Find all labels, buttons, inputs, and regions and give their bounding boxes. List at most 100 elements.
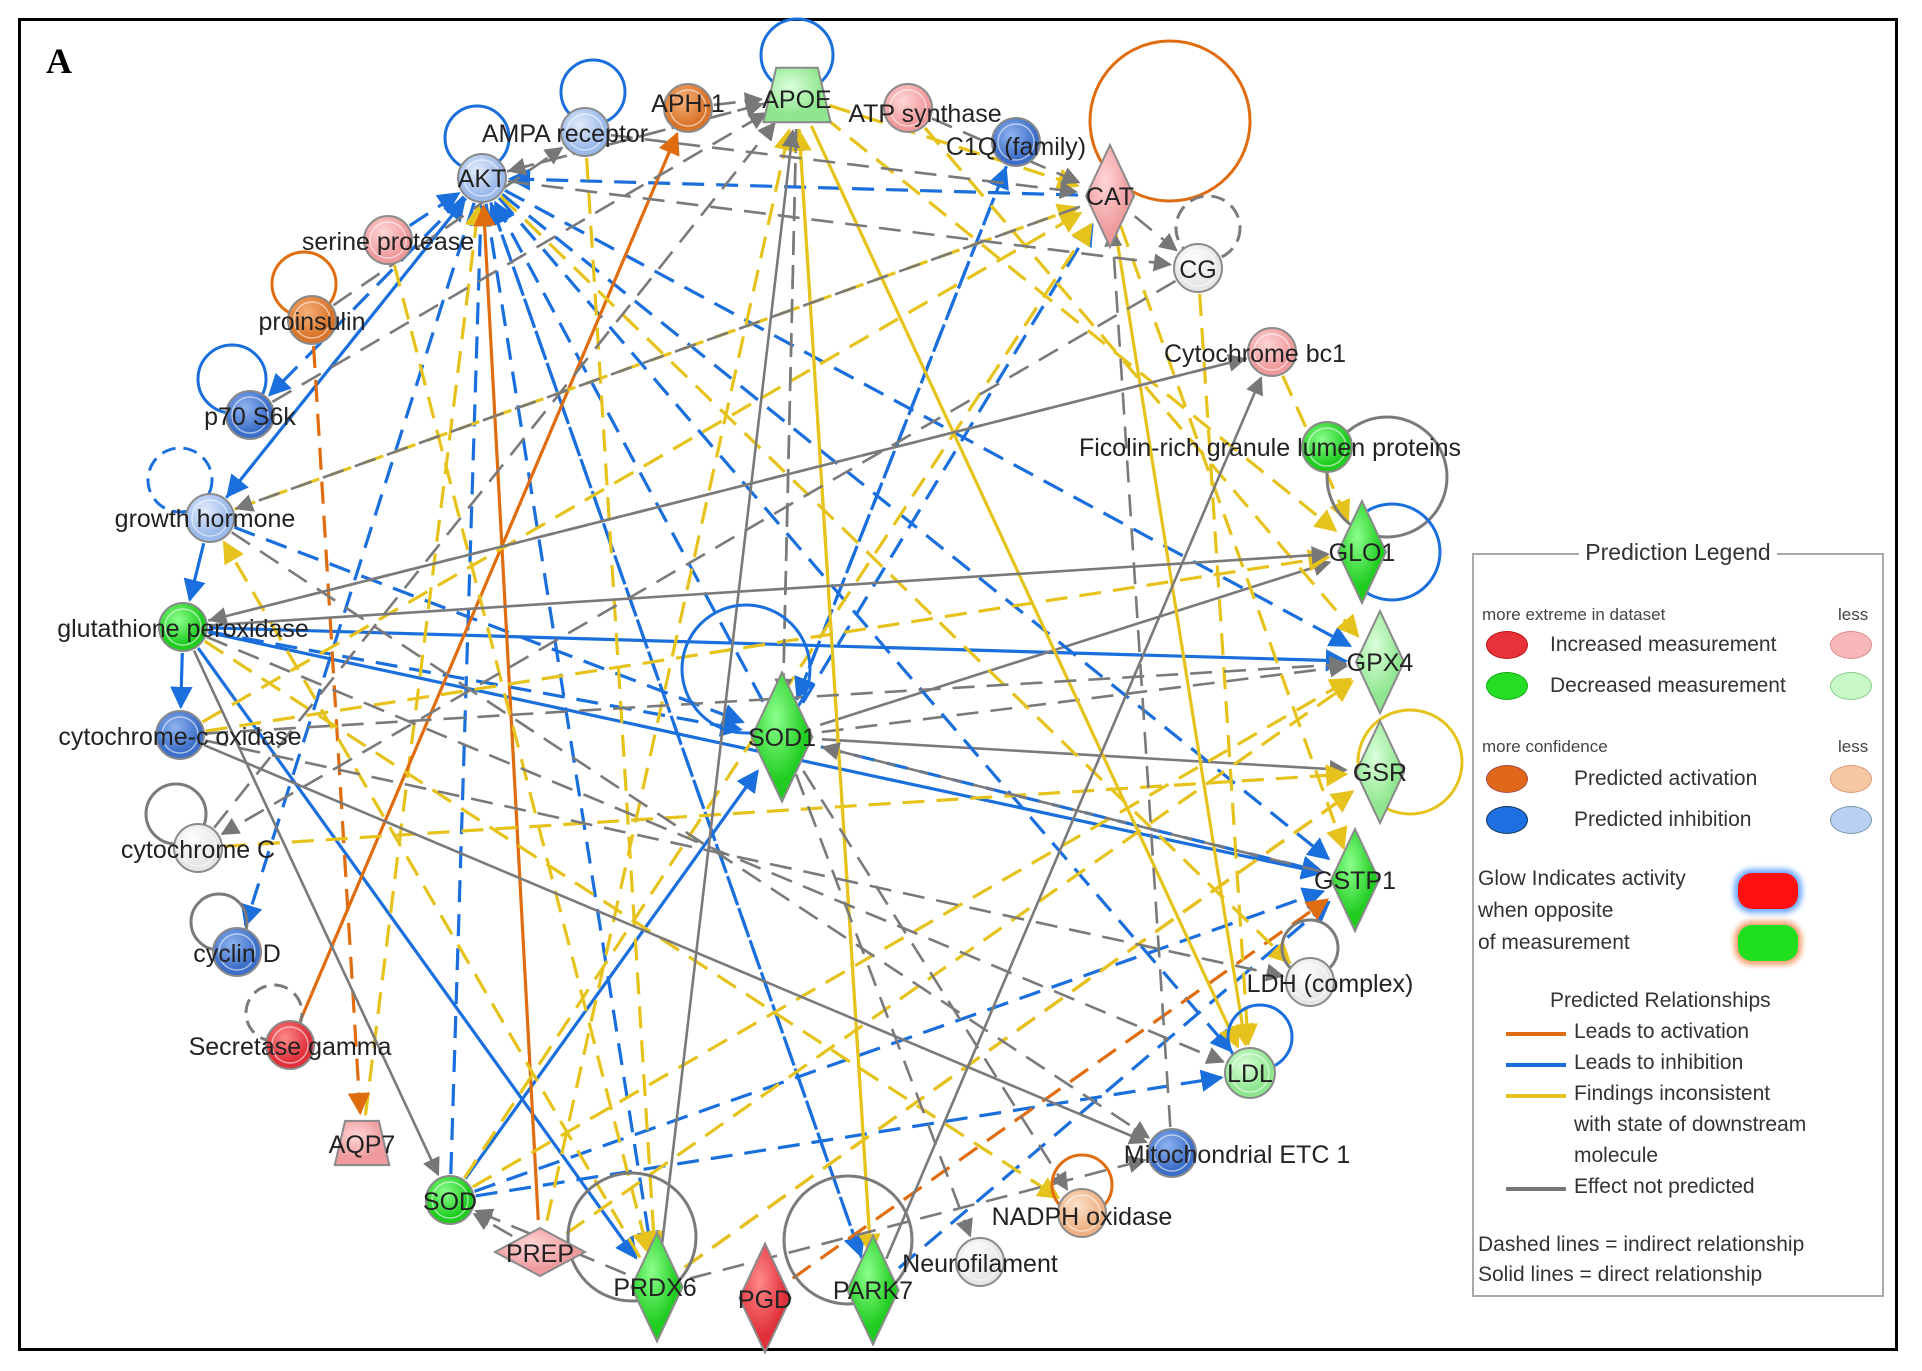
edge-cytc-gsr xyxy=(223,764,1349,848)
inhibition-light-swatch xyxy=(1830,806,1872,834)
legend-less-label-2: less xyxy=(1838,737,1869,756)
legend-extreme-label: more extreme in dataset xyxy=(1482,605,1666,624)
panel-letter: A xyxy=(46,41,72,81)
edge-serp-akt xyxy=(408,192,461,228)
node-label-ldh: LDH (complex) xyxy=(1247,970,1414,998)
edge-p70-apoe xyxy=(271,112,768,403)
node-prep xyxy=(492,1226,588,1278)
node-prdx6 xyxy=(630,1230,684,1344)
edge-gpx-cco xyxy=(170,652,193,710)
self-loop-secg xyxy=(244,983,304,1043)
edge-sod1-cat xyxy=(801,223,1094,704)
edge-prep-gpx4 xyxy=(565,680,1355,1235)
node-label-ldl: LDL xyxy=(1227,1060,1273,1088)
legend-glow-2: when opposite xyxy=(1478,899,1614,922)
decreased-light-swatch xyxy=(1830,672,1872,700)
node-label-cycd: cyclin D xyxy=(193,940,281,968)
node-label-aph1: APH-1 xyxy=(651,90,725,118)
activation-swatch xyxy=(1486,765,1528,793)
legend-rel-inconsistent-3: molecule xyxy=(1574,1144,1659,1167)
legend-rel-inconsistent-1: Findings inconsistent xyxy=(1574,1082,1771,1105)
node-label-p70: p70 S6k xyxy=(204,403,296,431)
edge-sod1-glo1 xyxy=(819,558,1332,727)
edge-sod1-akt xyxy=(493,200,765,703)
node-label-park7: PARK7 xyxy=(833,1277,913,1305)
edge-cco-ldh xyxy=(205,739,1285,982)
edge-prdx6-gsr xyxy=(683,790,1355,1269)
edge-ampa-prdx6 xyxy=(585,157,665,1254)
glow-green-swatch xyxy=(1738,925,1798,961)
edge-gpx-prdx6 xyxy=(196,647,638,1260)
node-label-gpx: glutathione peroxidase xyxy=(57,615,309,643)
edge-metc-cat xyxy=(1104,228,1172,1128)
node-label-sod: SOD xyxy=(423,1188,477,1216)
legend-activation: Predicted activation xyxy=(1574,767,1758,790)
edge-gpx-glo1 xyxy=(208,546,1330,627)
legend-rel-not-predicted: Effect not predicted xyxy=(1574,1175,1755,1198)
edge-sod-akt xyxy=(449,203,492,1175)
node-fic xyxy=(1301,421,1353,473)
edge-akt-cycd xyxy=(240,202,476,928)
node-secg xyxy=(265,1020,315,1070)
edge-cat-cg xyxy=(1133,215,1178,252)
node-sod xyxy=(425,1175,475,1225)
edge-ampa-cat xyxy=(610,133,1079,199)
edge-cg-cytc xyxy=(220,279,1177,836)
node-label-gh: growth hormone xyxy=(115,505,296,533)
edge-akt-prdx6 xyxy=(484,203,660,1254)
edge-akt-ldl xyxy=(497,196,1233,1053)
edge-park7-apoe xyxy=(789,128,873,1257)
node-gstp1 xyxy=(1329,826,1381,934)
node-serp xyxy=(363,215,413,265)
edge-apoe-sod1 xyxy=(774,128,798,697)
edge-akt-gstp1 xyxy=(501,193,1331,861)
node-cycd xyxy=(212,927,262,977)
node-cytc xyxy=(173,823,223,873)
edge-apoe-ldl xyxy=(809,125,1240,1049)
legend-decreased: Decreased measurement xyxy=(1550,674,1786,697)
legend-rel-activation: Leads to activation xyxy=(1574,1020,1750,1043)
edge-sod1-gpx4 xyxy=(821,659,1349,734)
edge-akt-gpx4 xyxy=(504,188,1353,648)
node-park7 xyxy=(846,1233,900,1347)
edge-sod1-nadph xyxy=(802,770,1069,1191)
edges-layer xyxy=(170,92,1360,1280)
edge-pgd-gstp1 xyxy=(791,898,1330,1280)
node-label-sod1: SOD1 xyxy=(748,724,816,752)
node-sod1 xyxy=(750,670,814,804)
node-gpx4 xyxy=(1354,608,1406,716)
node-p70 xyxy=(225,390,275,440)
legend-glow-3: of measurement xyxy=(1478,931,1630,954)
node-label-cbc1: Cytochrome bc1 xyxy=(1164,340,1346,368)
node-akt xyxy=(457,153,507,203)
node-ampa xyxy=(560,107,610,157)
self-loop-fic xyxy=(1325,415,1449,539)
edge-gpx-ldl xyxy=(206,635,1225,1064)
edge-gstp1-sod1 xyxy=(820,742,1325,874)
node-label-cg: CG xyxy=(1179,256,1217,284)
node-label-glo1: GLO1 xyxy=(1329,539,1396,567)
node-ldh xyxy=(1285,957,1335,1007)
edge-apoe-glo1 xyxy=(822,115,1338,533)
edge-cat-akt xyxy=(507,168,1079,197)
edge-akt-cg xyxy=(507,179,1173,272)
node-label-apoe: APOE xyxy=(762,86,831,114)
node-glo1 xyxy=(1336,498,1388,606)
node-label-fic: Ficolin-rich granule lumen proteins xyxy=(1079,434,1461,462)
node-label-prdx6: PRDX6 xyxy=(613,1274,696,1302)
activation-light-swatch xyxy=(1830,765,1872,793)
self-loop-park7 xyxy=(782,1174,914,1306)
legend-glow-1: Glow Indicates activity xyxy=(1478,867,1686,890)
edge-sod1-gstp1 xyxy=(820,745,1325,878)
node-label-pgd: PGD xyxy=(738,1286,792,1314)
node-aqp7 xyxy=(333,1119,391,1167)
edge-prep-sod xyxy=(472,1212,513,1238)
node-label-serp: serine protease xyxy=(302,228,474,256)
node-cat xyxy=(1084,142,1136,250)
edge-prep-apoe xyxy=(545,127,796,1222)
increased-swatch xyxy=(1486,631,1528,659)
node-atps xyxy=(883,83,933,133)
edge-akt-gh xyxy=(226,197,468,498)
node-label-proins: proinsulin xyxy=(258,308,365,336)
